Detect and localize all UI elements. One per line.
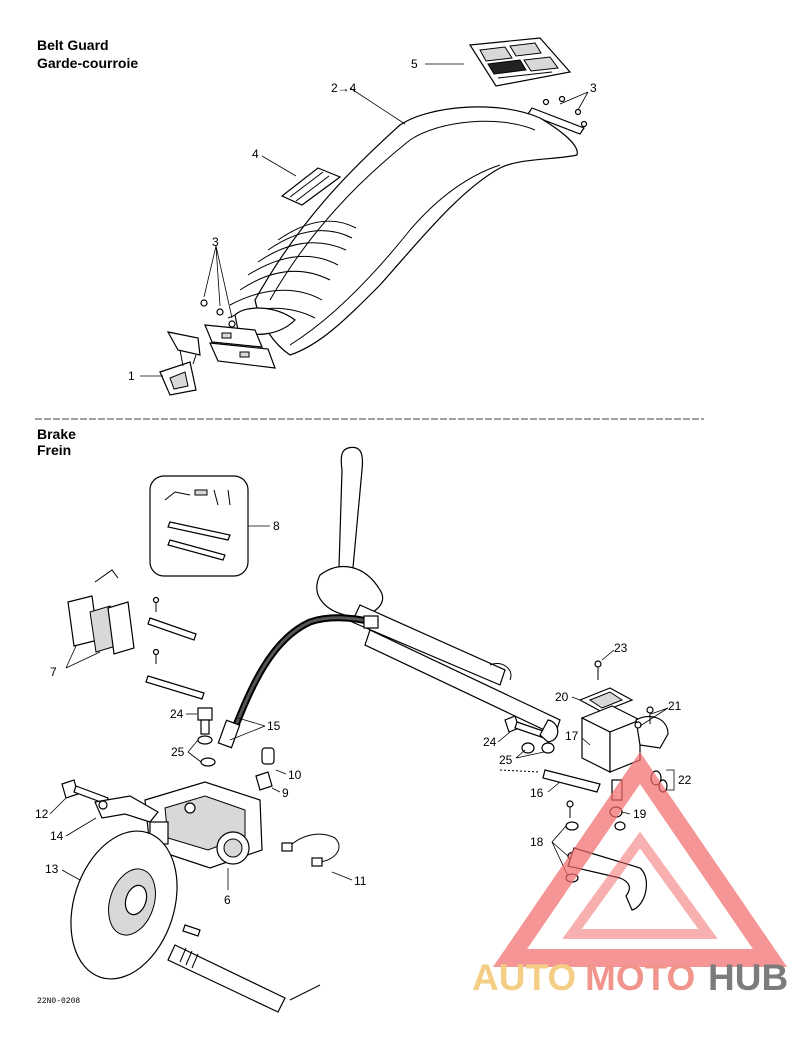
- callout-3-left: 3: [212, 235, 219, 249]
- belt-guard-title-fr: Garde-courroie: [37, 55, 138, 71]
- callout-8: 8: [273, 519, 280, 533]
- part-4-small-decal: [280, 167, 342, 206]
- callout-15: 15: [267, 719, 281, 733]
- watermark-triangle: [492, 752, 788, 967]
- callout-2-4: 2→4: [331, 81, 357, 95]
- handlebar-frame: [289, 446, 561, 1001]
- part-16-pivot-pin: [499, 769, 601, 793]
- watermark-logo: AUTO MOTO HUB: [472, 752, 788, 998]
- callout-9: 9: [282, 786, 289, 800]
- callout-5: 5: [411, 57, 418, 71]
- watermark-triangle-inner: [562, 831, 718, 939]
- callout-20: 20: [555, 690, 569, 704]
- callout-16: 16: [530, 786, 544, 800]
- callout-24-right: 24: [483, 735, 497, 749]
- watermark-text-moto: MOTO: [585, 957, 695, 998]
- callout-1: 1: [128, 369, 135, 383]
- part-5-decal-sheet: [468, 37, 572, 87]
- part-9-bleeder-screw: [255, 771, 273, 791]
- callout-24-left: 24: [170, 707, 184, 721]
- part-13-brake-disc: [70, 830, 178, 980]
- part-15-brake-hose: [217, 614, 379, 749]
- callout-22: 22: [678, 773, 692, 787]
- watermark-text-auto: AUTO: [472, 957, 576, 998]
- belt-guard-section: Belt Guard Garde-courroie 5 3: [37, 37, 597, 396]
- part-1-bracket: [159, 331, 201, 396]
- callout-7: 7: [50, 665, 57, 679]
- brake-title-en: Brake: [37, 426, 76, 442]
- callout-17: 17: [565, 729, 579, 743]
- part-6-caliper: [144, 781, 263, 869]
- part-7-brake-pads: [67, 569, 205, 700]
- drawing-code: 22N0-0208: [37, 997, 80, 1006]
- callout-13: 13: [45, 862, 59, 876]
- part-3-fasteners-left: [200, 299, 276, 369]
- part-20-reservoir-cover: [578, 687, 634, 713]
- part-23-cover-screw: [594, 660, 602, 680]
- callout-14: 14: [50, 829, 64, 843]
- callout-19: 19: [633, 807, 647, 821]
- brake-title-fr: Frein: [37, 442, 71, 458]
- part-3-fasteners-top: [527, 95, 588, 135]
- callout-25-right: 25: [499, 753, 513, 767]
- callout-11: 11: [354, 874, 367, 888]
- part-24-banjo-bolt-left: [197, 707, 213, 735]
- part-10-bleeder-cap: [261, 747, 275, 765]
- callout-23: 23: [614, 641, 628, 655]
- part-14-caliper-bracket: [94, 795, 159, 823]
- part-12-bolt: [61, 779, 109, 805]
- callout-3-top: 3: [590, 81, 597, 95]
- belt-guard-ribs: [227, 220, 357, 319]
- callout-21: 21: [668, 699, 682, 713]
- watermark-text-hub: HUB: [708, 957, 788, 998]
- part-21-clamp: [634, 706, 669, 749]
- part-8-hardware-kit: [149, 475, 249, 577]
- callout-10: 10: [288, 768, 302, 782]
- splined-shaft: [167, 924, 286, 1013]
- callout-4: 4: [252, 147, 259, 161]
- brake-section: Brake Frein 8: [35, 426, 692, 1013]
- callout-25-left: 25: [171, 745, 185, 759]
- callout-6: 6: [224, 893, 231, 907]
- part-2-belt-guard-body: [227, 106, 578, 356]
- callout-12: 12: [35, 807, 49, 821]
- part-11-brake-line: [281, 833, 340, 867]
- callout-18: 18: [530, 835, 544, 849]
- belt-guard-title-en: Belt Guard: [37, 37, 109, 53]
